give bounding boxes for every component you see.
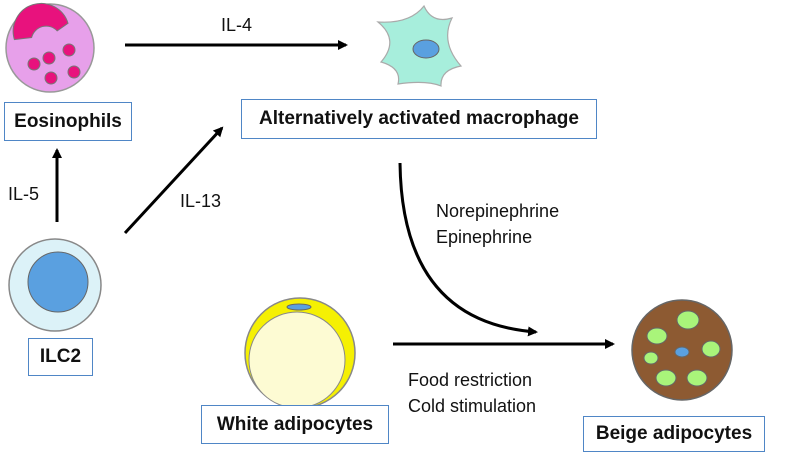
ilc2-label: ILC2 bbox=[28, 338, 93, 376]
norepinephrine-label: Norepinephrine bbox=[436, 201, 560, 221]
food-restriction-label: Food restriction bbox=[408, 370, 533, 390]
eosinophils-label: Eosinophils bbox=[4, 102, 132, 141]
white-adipocytes-label: White adipocytes bbox=[201, 405, 389, 444]
beige-adipocyte-cell bbox=[631, 299, 733, 401]
cold-stimulation-label: Cold stimulation bbox=[408, 396, 537, 416]
arrow-catecholamines bbox=[398, 162, 538, 337]
il13-label: IL-13 bbox=[180, 191, 222, 211]
white-adipocyte-cell bbox=[244, 297, 356, 409]
epinephrine-label: Epinephrine bbox=[436, 227, 533, 247]
il4-label: IL-4 bbox=[221, 15, 253, 35]
ilc2-cell bbox=[8, 238, 102, 332]
eosinophil-cell bbox=[5, 2, 95, 93]
macrophage-label: Alternatively activated macrophage bbox=[241, 99, 597, 139]
beige-adipocytes-label: Beige adipocytes bbox=[583, 416, 765, 452]
il5-label: IL-5 bbox=[8, 184, 40, 204]
arrow-il13 bbox=[123, 126, 224, 235]
macrophage-cell bbox=[376, 4, 463, 87]
